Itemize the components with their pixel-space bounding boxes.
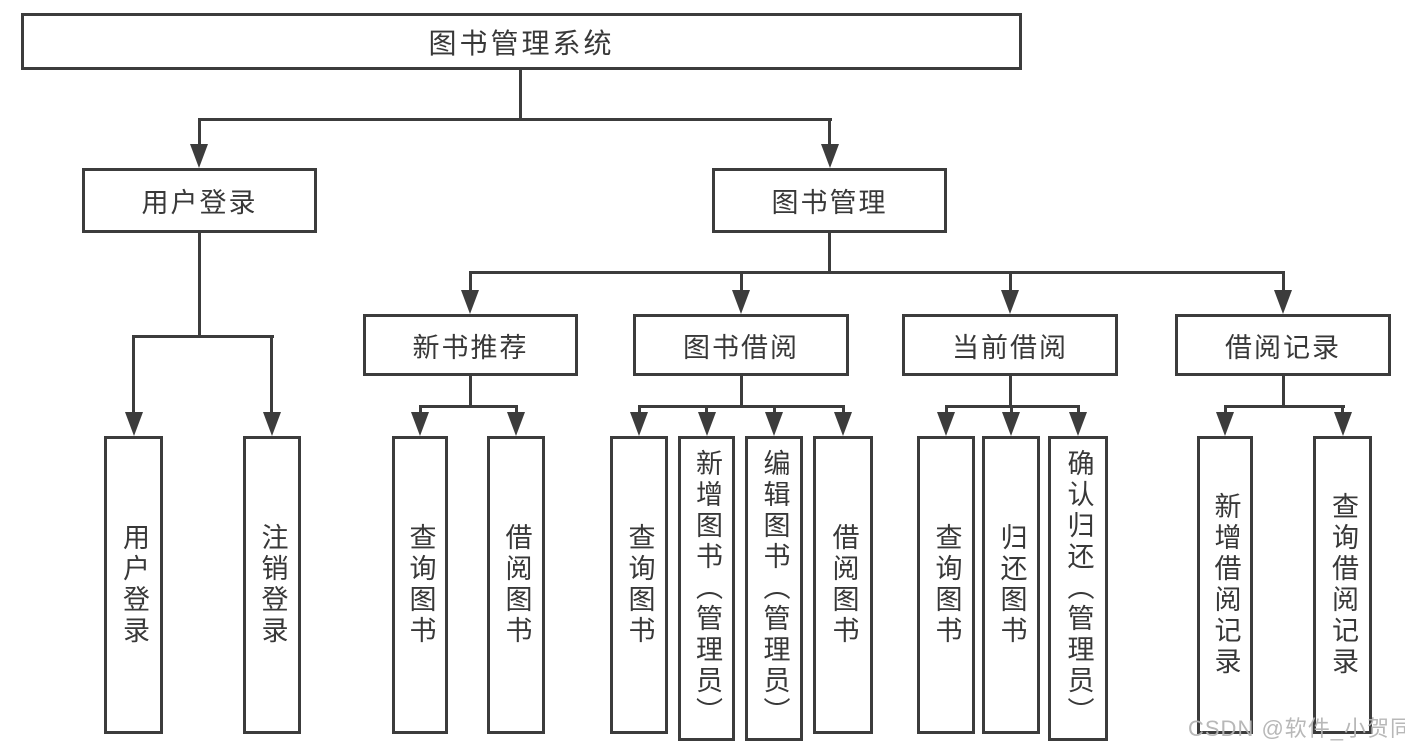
connector-line — [705, 405, 708, 414]
connector-line — [515, 405, 518, 414]
leaf-query-books-recommend: 查询图书 — [392, 436, 448, 734]
node-label: 查询图书 — [624, 523, 655, 647]
node-label: 注销登录 — [257, 523, 288, 647]
connector-line — [638, 405, 641, 414]
leaf-borrow-books-recommend: 借阅图书 — [487, 436, 545, 734]
connector-line — [1224, 405, 1227, 414]
connector-line — [638, 405, 845, 408]
watermark: CSDN @软件_小贺同学 — [1188, 716, 1405, 741]
leaf-add-borrow-record: 新增借阅记录 — [1197, 436, 1253, 734]
connector-line — [1282, 271, 1285, 290]
node-label: 当前借阅 — [952, 332, 1068, 363]
leaf-add-book-admin: 新增图书（管理员） — [678, 436, 735, 741]
node-label: 图书借阅 — [683, 332, 799, 363]
connector-line — [1010, 405, 1013, 414]
arrowhead-icon — [698, 412, 716, 436]
node-label: 确认归还（管理员） — [1063, 449, 1094, 728]
node-label: 查询图书 — [405, 523, 436, 647]
arrowhead-icon — [1334, 412, 1352, 436]
leaf-edit-book-admin: 编辑图书（管理员） — [745, 436, 803, 741]
connector-line — [133, 335, 274, 338]
connector-line — [1282, 376, 1285, 405]
arrowhead-icon — [125, 412, 143, 436]
arrowhead-icon — [834, 412, 852, 436]
arrowhead-icon — [732, 290, 750, 314]
node-label: 图书管理 — [771, 188, 888, 218]
arrowhead-icon — [461, 290, 479, 314]
arrowhead-icon — [1002, 412, 1020, 436]
leaf-borrow-books: 借阅图书 — [813, 436, 873, 734]
connector-line — [1009, 271, 1012, 290]
leaf-query-books-current: 查询图书 — [917, 436, 975, 734]
arrowhead-icon — [765, 412, 783, 436]
node-label: 查询借阅记录 — [1328, 492, 1358, 678]
connector-line — [740, 271, 743, 290]
node-label: 编辑图书（管理员） — [759, 449, 790, 728]
node-current-borrow: 当前借阅 — [902, 314, 1118, 376]
connector-line — [469, 271, 1285, 274]
connector-line — [828, 233, 831, 271]
leaf-return-book: 归还图书 — [982, 436, 1040, 734]
node-label: 新增借阅记录 — [1210, 492, 1241, 678]
arrowhead-icon — [507, 412, 525, 436]
connector-line — [419, 405, 518, 408]
node-book-management: 图书管理 — [712, 168, 947, 233]
connector-line — [1009, 376, 1012, 405]
connector-line — [198, 233, 201, 335]
connector-line — [1224, 405, 1345, 408]
connector-line — [419, 405, 422, 414]
connector-line — [198, 118, 832, 121]
node-label: 用户登录 — [141, 188, 258, 218]
arrowhead-icon — [1069, 412, 1087, 436]
connector-line — [132, 335, 135, 412]
arrowhead-icon — [1216, 412, 1234, 436]
arrowhead-icon — [937, 412, 955, 436]
arrowhead-icon — [263, 412, 281, 436]
node-book-borrow: 图书借阅 — [633, 314, 849, 376]
node-label: 借阅图书 — [501, 523, 532, 647]
node-user-login: 用户登录 — [82, 168, 317, 233]
connector-line — [469, 376, 472, 405]
connector-line — [469, 271, 472, 290]
connector-line — [828, 118, 831, 144]
node-label: 查询图书 — [931, 523, 962, 647]
arrowhead-icon — [1001, 290, 1019, 314]
leaf-query-books-borrow: 查询图书 — [610, 436, 668, 734]
node-new-book-recommend: 新书推荐 — [363, 314, 578, 376]
connector-line — [945, 405, 948, 414]
arrowhead-icon — [411, 412, 429, 436]
node-label: 借阅记录 — [1225, 332, 1341, 363]
arrowhead-icon — [1274, 290, 1292, 314]
node-label: 借阅图书 — [828, 523, 859, 647]
node-label: 用户登录 — [119, 523, 149, 647]
connector-line — [519, 70, 522, 120]
node-label: 新增图书（管理员） — [692, 449, 722, 728]
node-library-system: 图书管理系统 — [21, 13, 1022, 70]
connector-line — [1077, 405, 1080, 414]
arrowhead-icon — [821, 144, 839, 168]
node-label: 归还图书 — [996, 523, 1027, 647]
arrowhead-icon — [630, 412, 648, 436]
leaf-confirm-return-admin: 确认归还（管理员） — [1048, 436, 1108, 741]
arrowhead-icon — [190, 144, 208, 168]
node-label: 新书推荐 — [412, 332, 529, 363]
leaf-logout: 注销登录 — [243, 436, 301, 734]
leaf-query-borrow-record: 查询借阅记录 — [1313, 436, 1372, 734]
node-label: 图书管理系统 — [428, 27, 615, 59]
connector-line — [1341, 405, 1344, 414]
connector-line — [773, 405, 776, 414]
connector-line — [198, 118, 201, 144]
connector-line — [842, 405, 845, 414]
leaf-user-login: 用户登录 — [104, 436, 163, 734]
connector-line — [270, 335, 273, 412]
node-borrow-records: 借阅记录 — [1175, 314, 1391, 376]
connector-line — [740, 376, 743, 405]
